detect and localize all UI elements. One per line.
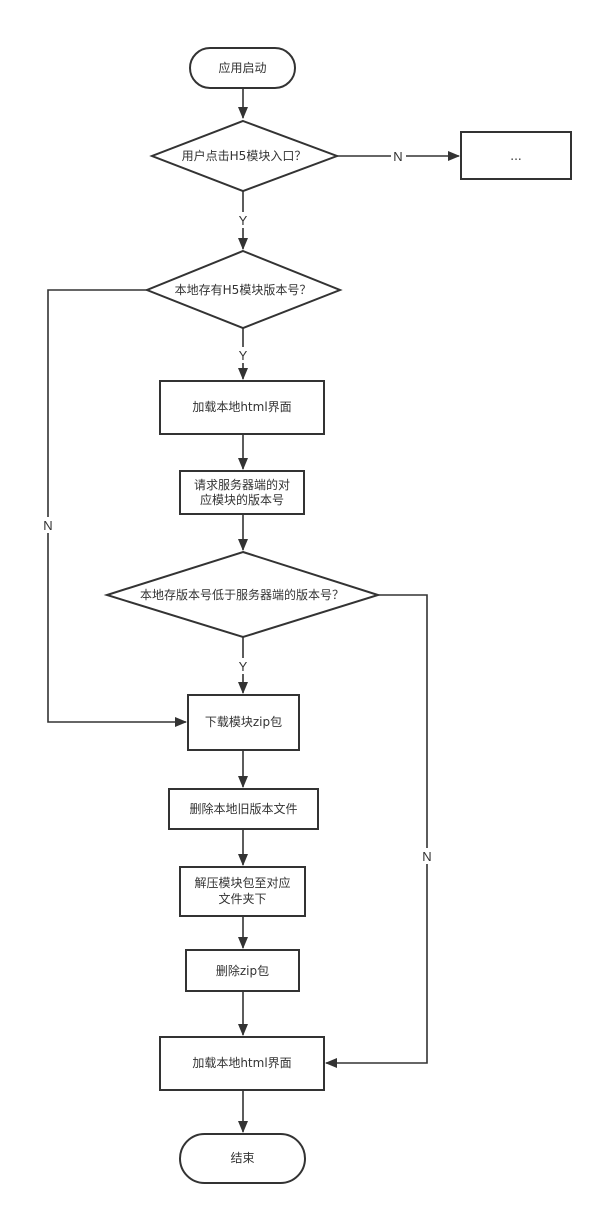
node-decision-local-version: 本地存有H5模块版本号？ [144,249,343,330]
node-decision-local-version-label: 本地存有H5模块版本号？ [175,283,312,297]
node-load-local-html-2-label: 加载本地html界面 [192,1056,291,1070]
edges [47,88,460,1133]
node-delete-zip-label: 删除zip包 [216,963,269,978]
node-decision-version-lower-label: 本地存版本号低于服务器端的版本号？ [140,587,344,602]
node-end: 结束 [179,1133,306,1184]
edge-labels: N Y Y N Y N [40,148,435,864]
node-unzip-label-line2: 文件夹下 [218,891,266,906]
node-start-label: 应用启动 [218,60,266,75]
label-entry-no: N [393,149,402,164]
label-local-no: N [43,518,52,533]
node-request-version-label-line1: 请求服务器端的对 [194,477,290,492]
node-unzip-label-line1: 解压模块包至对应 [194,875,290,890]
node-unzip: 解压模块包至对应 文件夹下 [179,866,306,917]
node-download-zip-label: 下载模块zip包 [205,715,282,729]
node-load-local-html-1: 加载本地html界面 [159,380,325,435]
node-download-zip: 下载模块zip包 [187,694,300,751]
node-decision-h5-entry: 用户点击H5模块入口？ [149,119,340,193]
node-start: 应用启动 [189,47,296,89]
node-request-version: 请求服务器端的对 应模块的版本号 [179,470,305,515]
node-decision-h5-entry-label: 用户点击H5模块入口？ [182,148,307,163]
edge-lower-no [325,594,428,1068]
node-other-label: ... [510,149,521,163]
node-decision-version-lower: 本地存版本号低于服务器端的版本号？ [103,550,382,639]
node-load-local-html-2: 加载本地html界面 [159,1036,325,1091]
label-entry-yes: Y [239,213,248,228]
node-load-local-html-1-label: 加载本地html界面 [192,400,291,414]
node-end-label: 结束 [230,1151,254,1165]
edge-local-no [47,289,187,727]
label-local-yes: Y [239,348,248,363]
node-request-version-label-line2: 应模块的版本号 [200,492,284,507]
node-delete-zip: 删除zip包 [185,949,300,992]
node-delete-old-version-label: 删除本地旧版本文件 [189,801,297,816]
node-delete-old-version: 删除本地旧版本文件 [168,788,319,830]
label-lower-no: N [422,849,431,864]
label-lower-yes: Y [239,659,248,674]
node-other: ... [460,131,572,180]
